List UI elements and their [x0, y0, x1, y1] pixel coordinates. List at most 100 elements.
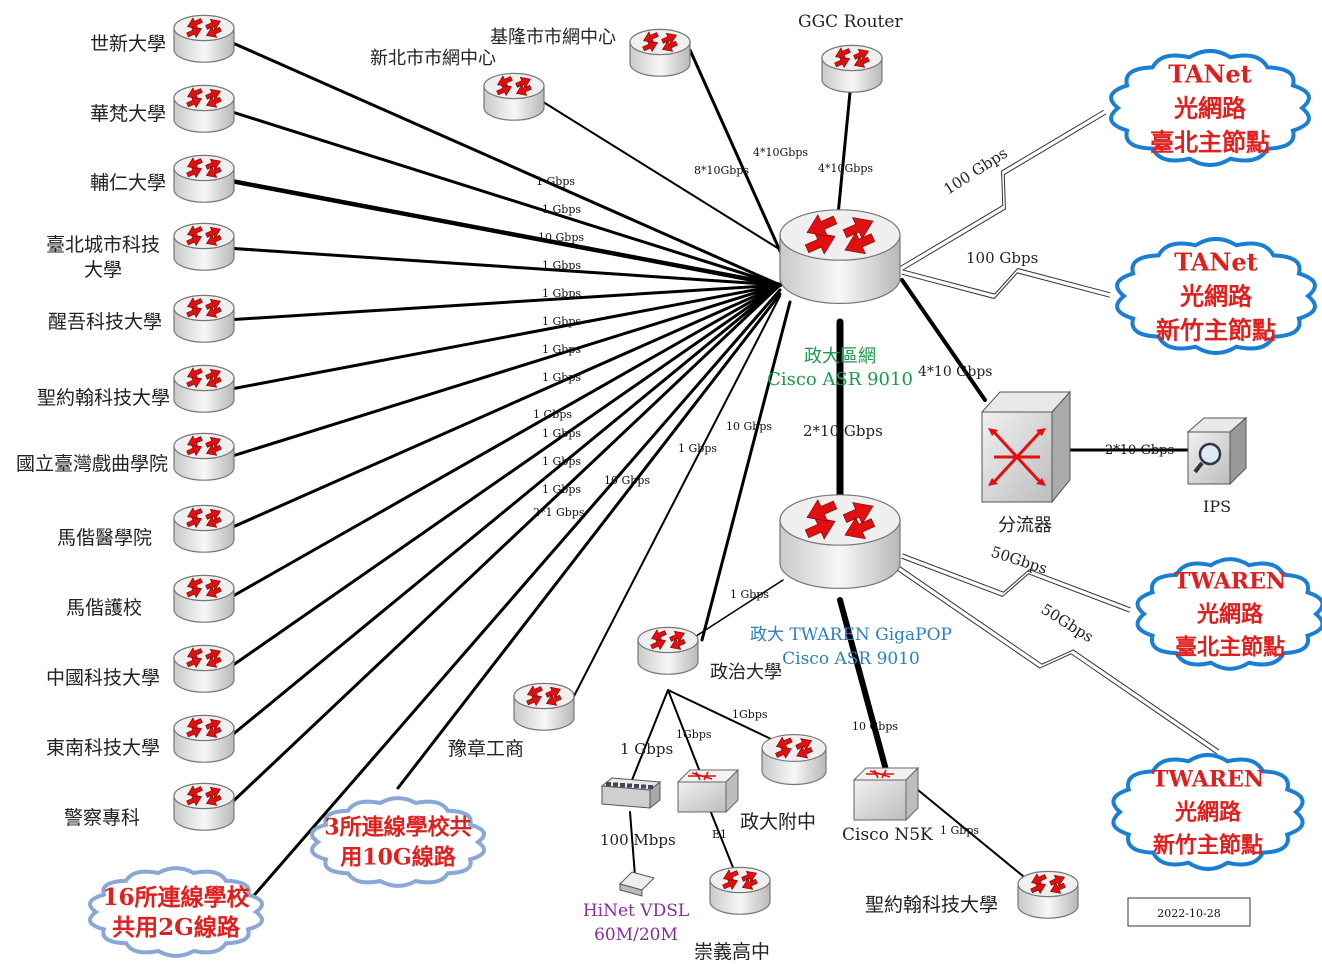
cloud-twaren-hsinchu-line-1: 光網路 [1174, 800, 1242, 826]
n5k-sjtu-label: 聖約翰科技大學 [865, 894, 998, 916]
n5k-sjtu-bw-label: 1 Gbps [940, 824, 979, 837]
nodes-layer [173, 14, 1248, 919]
router-police [173, 782, 235, 831]
link-nccu-hinet [629, 689, 669, 786]
cloud-shared-2g-line-1: 共用2G線路 [112, 914, 241, 941]
school-label-st-johns: 聖約翰科技大學 [37, 387, 170, 409]
affiliated-bw-label: 1Gbps [732, 708, 768, 721]
date-box [1127, 897, 1251, 927]
router-chongyi [709, 866, 771, 915]
link-shih-hsin [224, 38, 782, 287]
yuzhang-label: 豫章工商 [448, 738, 524, 760]
bw-label-shared-10g: 10 Gbps [604, 474, 650, 487]
n5k-label: Cisco N5K [842, 825, 933, 845]
cloud-twaren-taipei-line-2: 臺北主節點 [1175, 635, 1285, 661]
school-label-tungnan: 東南科技大學 [46, 737, 160, 759]
link-twaren-taipei [901, 553, 1131, 613]
school-label-utaipei-tech: 臺北城市科技 [46, 234, 160, 256]
school-label-mackay-medical: 馬偕醫學院 [57, 527, 152, 549]
nccu-label: 政治大學 [710, 662, 782, 683]
bw-label-utaipei-tech: 1 Gbps [542, 259, 581, 272]
hinet-hub [600, 777, 662, 810]
router-tungnan [173, 714, 235, 763]
cloud-twaren-hsinchu-line-0: TWAREN [1152, 767, 1264, 793]
e1-label: E1 [712, 828, 727, 841]
router-nccu [637, 626, 699, 675]
cloud-shared-10g-line-1: 用10G線路 [340, 845, 456, 871]
link-tungnan [224, 283, 782, 742]
date-label: 2022-10-28 [1157, 907, 1220, 920]
keelung-bw-label: 4*10Gbps [753, 146, 808, 159]
new-taipei-bw-label: 8*10Gbps [694, 164, 749, 177]
router-gigapop-asr9010 [779, 494, 901, 589]
router-hsing-wu [173, 294, 235, 343]
bw-label-hsing-wu: 1 Gbps [542, 287, 581, 300]
n5k-bw-label: 10 Gbps [852, 720, 898, 733]
link-nccu-switch [667, 689, 701, 773]
splitter-device [980, 390, 1072, 504]
router-huafan [173, 84, 235, 133]
bw-label-yuzhang: 1 Gbps [678, 442, 717, 455]
hinet-speed-label: 60M/20M [594, 925, 678, 945]
new-taipei-label: 新北市市網中心 [370, 48, 496, 69]
router-yuzhang [513, 682, 575, 731]
gigapop-model-label: Cisco ASR 9010 [782, 649, 920, 669]
bw-label-china-tech: 1 Gbps [542, 427, 581, 440]
link-twaren-hsinchu [893, 563, 1220, 755]
router-affiliated-school [761, 733, 827, 786]
ips-device [1186, 416, 1248, 486]
link-ggc [836, 70, 854, 217]
links-layer [223, 38, 1220, 902]
bw-label-shih-hsin: 1 Gbps [536, 175, 575, 188]
school-label-shih-hsin: 世新大學 [90, 33, 166, 55]
core-gigapop-bw-label: 2*10 Gbps [803, 422, 883, 440]
cloud-twaren-taipei-line-0: TWAREN [1174, 569, 1286, 595]
link-n5k-sjtu [917, 789, 1041, 891]
link-core-splitter [900, 278, 987, 402]
tanet-hsinchu-bw-label: 100 Gbps [966, 249, 1038, 267]
cloud-tanet-hsinchu-line-0: TANet [1174, 247, 1257, 276]
link-hsing-wu [224, 283, 782, 322]
chongyi-label: 崇義高中 [694, 941, 770, 963]
link-switch-chongyi [705, 799, 739, 881]
switch-cisco-n5k [852, 766, 920, 822]
link-fujen [223, 177, 783, 288]
bw-label-shared-2g: 2*1 Gbps [533, 506, 585, 519]
school-label-utaipei-tech-2: 大學 [84, 259, 122, 281]
bw-label-huafan: 1 Gbps [542, 203, 581, 216]
router-sjtu [1017, 870, 1079, 919]
link-keelung [688, 48, 787, 264]
link-gigapop-n5k [837, 597, 889, 773]
cloud-tanet-taipei-line-2: 臺北主節點 [1150, 127, 1270, 156]
school-label-huafan: 華梵大學 [90, 103, 166, 125]
cloud-tanet-taipei-line-1: 光網路 [1173, 93, 1247, 122]
link-switch-modem [629, 811, 636, 877]
campus-switch-bw-label: 1Gbps [676, 728, 712, 741]
link-yuzhang [571, 295, 781, 701]
link-gigapop-nccu [689, 579, 784, 641]
router-china-tech [173, 644, 235, 693]
router-shih-hsin [173, 14, 235, 63]
fan-bandwidth-labels: 1 Gbps 1 Gbps 10 Gbps 1 Gbps 1 Gbps 1 Gb… [533, 175, 772, 519]
link-new-taipei [539, 99, 801, 263]
school-label-xiqu: 國立臺灣戲曲學院 [16, 453, 168, 475]
link-police [224, 283, 782, 810]
hinet-vdsl-label: HiNet VDSL [583, 901, 689, 921]
router-core-asr9010 [779, 209, 901, 304]
link-utaipei-tech [224, 246, 782, 287]
affiliated-school-label: 政大附中 [740, 811, 816, 833]
router-new-taipei [483, 72, 545, 121]
link-mackay-nursing [224, 283, 782, 602]
cloud-tanet-taipei-line-0: TANet [1168, 59, 1251, 88]
bw-label-nccu-10g: 10 Gbps [726, 420, 772, 433]
ggc-router-label: GGC Router [798, 12, 903, 32]
link-st-johns [224, 283, 782, 392]
router-fujen [173, 154, 235, 203]
router-utaipei-tech [173, 222, 235, 271]
link-tanet-taipei [900, 109, 1107, 271]
link-shared-10g [396, 292, 782, 790]
router-mackay-medical [173, 504, 235, 553]
